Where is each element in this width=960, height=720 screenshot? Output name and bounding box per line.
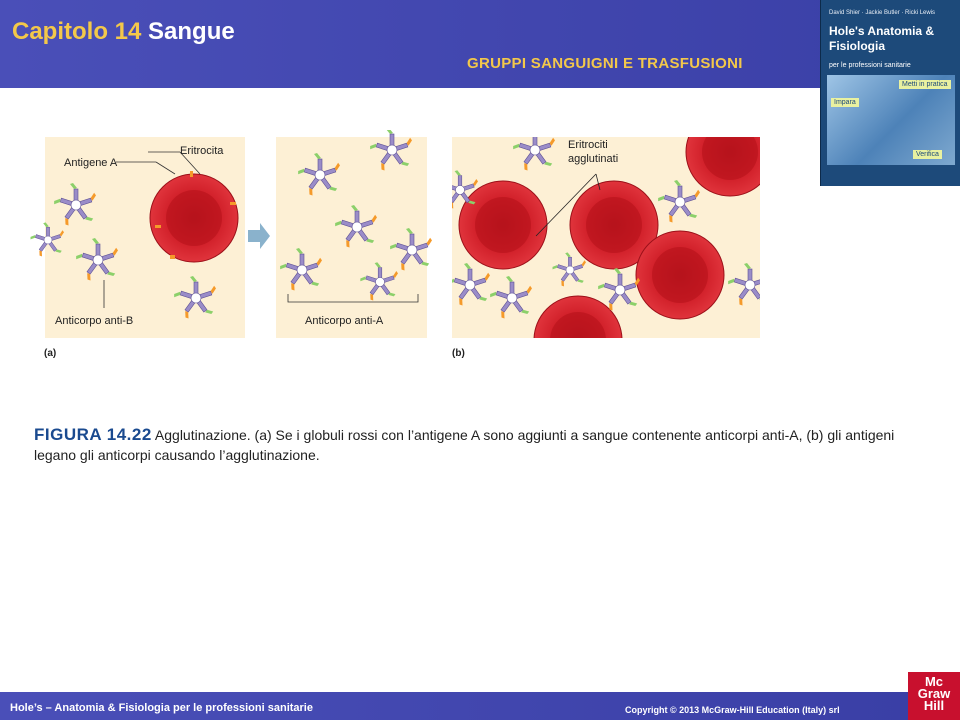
rbc-a <box>149 173 239 263</box>
label-anti-a: Anticorpo anti-A <box>305 315 384 327</box>
label-antigen-a: Antigene A <box>64 157 118 169</box>
cover-badge-3: Verifica <box>913 150 942 159</box>
subject-label: Sangue <box>148 18 235 45</box>
label-anti-b: Anticorpo anti-B <box>55 315 133 327</box>
copyright-notice: Copyright © 2013 McGraw-Hill Education (… <box>625 705 840 715</box>
cover-badge-2: Impara <box>831 98 859 107</box>
caption-text: Agglutinazione. (a) Se i globuli rossi c… <box>34 427 895 463</box>
cover-badge-1: Metti in pratica <box>899 80 951 89</box>
arrow-icon <box>248 223 270 249</box>
book-cover: David Shier · Jackie Butler · Ricki Lewi… <box>820 0 960 186</box>
cover-title: Hole's Anatomia & Fisiologia <box>829 24 935 53</box>
panel-a-label: (a) <box>44 348 57 359</box>
cover-authors: David Shier · Jackie Butler · Ricki Lewi… <box>829 10 936 16</box>
label-erythrocyte: Eritrocita <box>180 145 224 157</box>
publisher-logo: Mc Graw Hill <box>908 672 960 720</box>
agglutination-figure: Antigene A Eritrocita Anticorpo anti-B A… <box>30 130 760 338</box>
figure-caption: FIGURA 14.22 Agglutinazione. (a) Se i gl… <box>34 425 934 465</box>
figure-number: FIGURA 14.22 <box>34 425 152 444</box>
header-bar <box>0 0 960 88</box>
label-agglutinated-1: Eritrociti <box>568 139 608 151</box>
footer-bar <box>0 692 908 720</box>
antigen-marks-a <box>155 171 236 259</box>
cover-subtitle: per le professioni sanitarie <box>829 62 911 69</box>
book-reference: Hole’s – Anatomia & Fisiologia per le pr… <box>10 702 313 714</box>
panel-b-label: (b) <box>452 348 465 359</box>
chapter-label: Capitolo 14 <box>12 18 142 45</box>
rbc-b-4 <box>635 230 725 320</box>
label-agglutinated-2: agglutinati <box>568 153 618 165</box>
section-title: GRUPPI SANGUIGNI E TRASFUSIONI <box>467 55 743 72</box>
rbc-b-5 <box>533 295 623 338</box>
rbc-b-1 <box>458 180 548 270</box>
page-title: Capitolo 14 Sangue <box>12 18 235 46</box>
